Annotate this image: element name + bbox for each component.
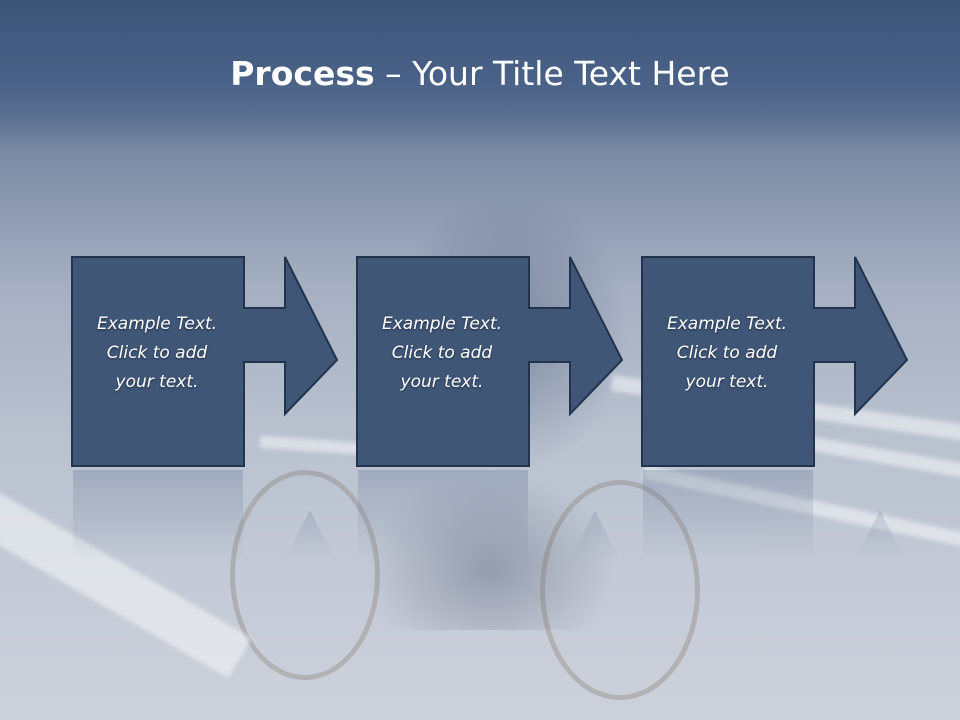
step-text-line: Example Text. (666, 314, 788, 334)
process-step-2[interactable]: Example Text. Click to add your text. (356, 256, 626, 468)
step-text-line: Example Text. (381, 314, 503, 334)
step-reflection (356, 470, 626, 560)
background-road-stripe (0, 488, 252, 678)
step-reflection-arrow (570, 510, 620, 560)
title-bar: Process – Your Title Text Here (0, 0, 960, 150)
background-wheel-right (540, 480, 700, 700)
step-text: Example Text. Click to add your text. (641, 310, 813, 397)
step-text-line: Example Text. (96, 314, 218, 334)
step-arrow-shape (356, 256, 624, 467)
background-wheel-left (230, 470, 380, 680)
step-text-line: your text. (115, 372, 199, 392)
step-arrow-shape (641, 256, 909, 467)
step-reflection (71, 470, 341, 560)
title-rest: – Your Title Text Here (374, 54, 730, 93)
step-text-line: your text. (400, 372, 484, 392)
step-arrow-shape (71, 256, 339, 467)
step-text-line: Click to add (391, 343, 493, 363)
slide-title[interactable]: Process – Your Title Text Here (0, 52, 960, 96)
step-text-line: your text. (685, 372, 769, 392)
step-reflection-arrow (855, 510, 905, 560)
background-road-stripe (642, 464, 960, 550)
step-reflection-box (73, 470, 243, 560)
step-reflection (641, 470, 911, 560)
process-step-1[interactable]: Example Text. Click to add your text. (71, 256, 341, 468)
step-text-line: Click to add (676, 343, 778, 363)
step-text: Example Text. Click to add your text. (356, 310, 528, 397)
process-step-3[interactable]: Example Text. Click to add your text. (641, 256, 911, 468)
title-strong: Process (230, 54, 375, 93)
step-reflection-box (358, 470, 528, 560)
step-text-line: Click to add (106, 343, 208, 363)
step-reflection-arrow (285, 510, 335, 560)
step-text: Example Text. Click to add your text. (71, 310, 243, 397)
step-reflection-box (643, 470, 813, 560)
